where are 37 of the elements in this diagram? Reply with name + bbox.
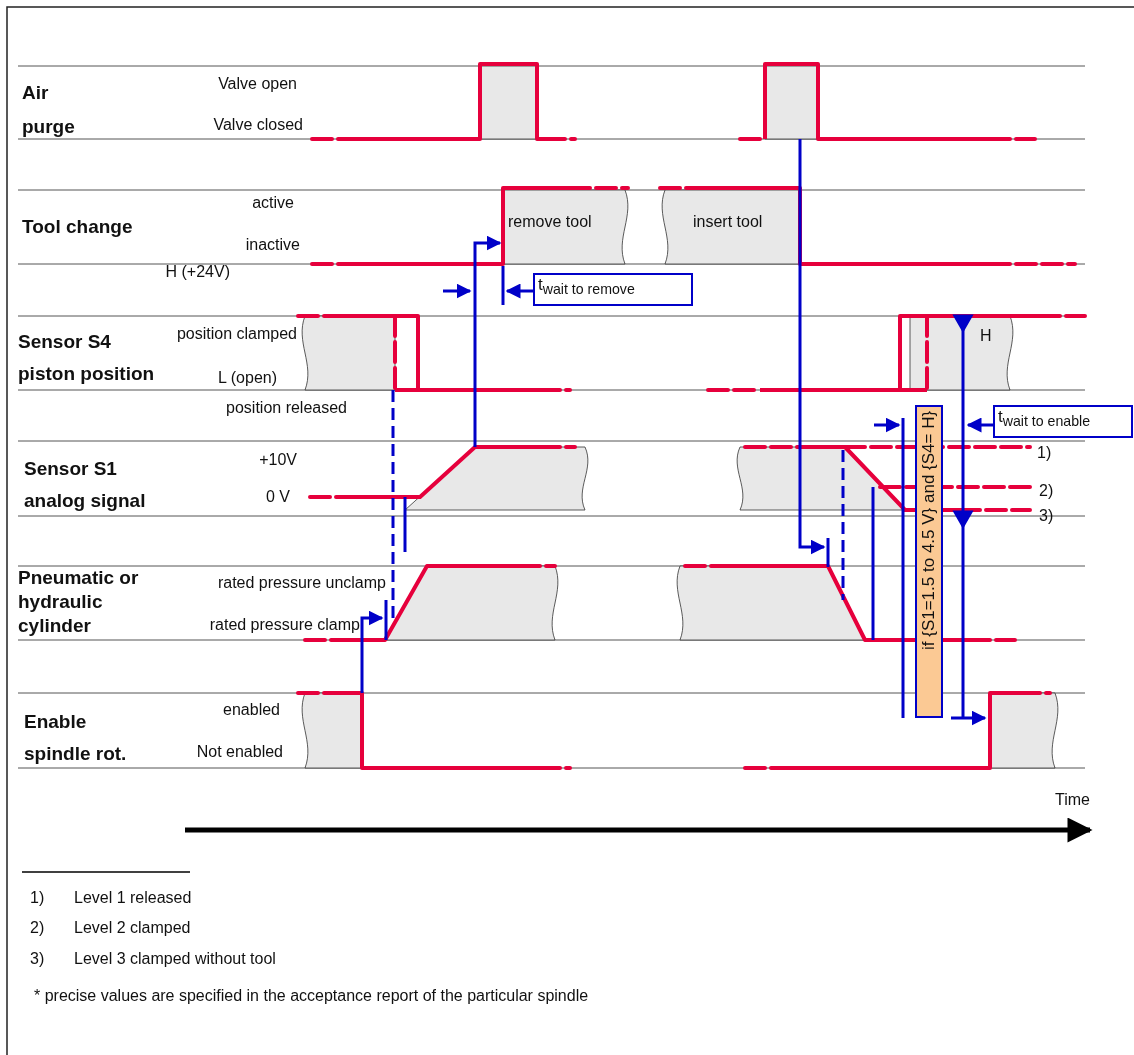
time-interval-box: t$_{wait to enable}$	[993, 405, 1133, 438]
state-label: position clamped	[176, 324, 297, 344]
phase-label: insert tool	[693, 212, 763, 232]
signal-name: Enable spindle rot.	[24, 710, 128, 766]
state-label: Not enabled	[196, 742, 283, 762]
state-label: +10V	[259, 450, 297, 470]
signal-name: Tool change	[22, 215, 134, 239]
state-label: rated pressure unclamp	[217, 573, 386, 593]
footnote-number: 2)	[30, 918, 45, 938]
axis-label: Time	[1055, 790, 1090, 810]
footnote-number: 3)	[30, 949, 45, 969]
state-label: enabled	[223, 700, 280, 720]
state-label: rated pressure clamp	[209, 615, 360, 635]
state-label: Valve open	[218, 74, 297, 94]
state-label: H (+24V)	[165, 262, 230, 282]
phase-label: remove tool	[508, 212, 592, 232]
state-label: position released	[226, 398, 347, 418]
state-label: active	[252, 193, 294, 213]
level-marker: 1)	[1037, 443, 1052, 463]
footnote-text: * precise values are specified in the acceptance report of the particular spindle	[34, 986, 589, 1006]
time-interval-box: t$_{wait to remove}$	[533, 273, 693, 306]
signal-name: Pneumatic or hydraulic cylinder	[18, 566, 140, 638]
footnote-number: 1)	[30, 888, 45, 908]
state-label: H	[980, 326, 992, 346]
state-label: 0 V	[266, 487, 290, 507]
footnote-text: Level 3 clamped without tool	[74, 949, 276, 969]
level-marker: 2)	[1039, 481, 1054, 501]
state-label: Valve closed	[213, 115, 303, 135]
signal-name: Air purge	[22, 81, 76, 139]
footnote-text: Level 1 released	[74, 888, 192, 908]
level-marker: 3)	[1039, 506, 1054, 526]
footnote-text: Level 2 clamped	[74, 918, 191, 938]
signal-name: Sensor S4 piston position	[18, 330, 156, 386]
state-label: inactive	[245, 235, 300, 255]
condition-box: if {S1=1.5 to 4.5 V} and {S4= H}	[915, 405, 943, 718]
state-label: L (open)	[218, 368, 277, 388]
signal-name: Sensor S1 analog signal	[24, 457, 147, 513]
